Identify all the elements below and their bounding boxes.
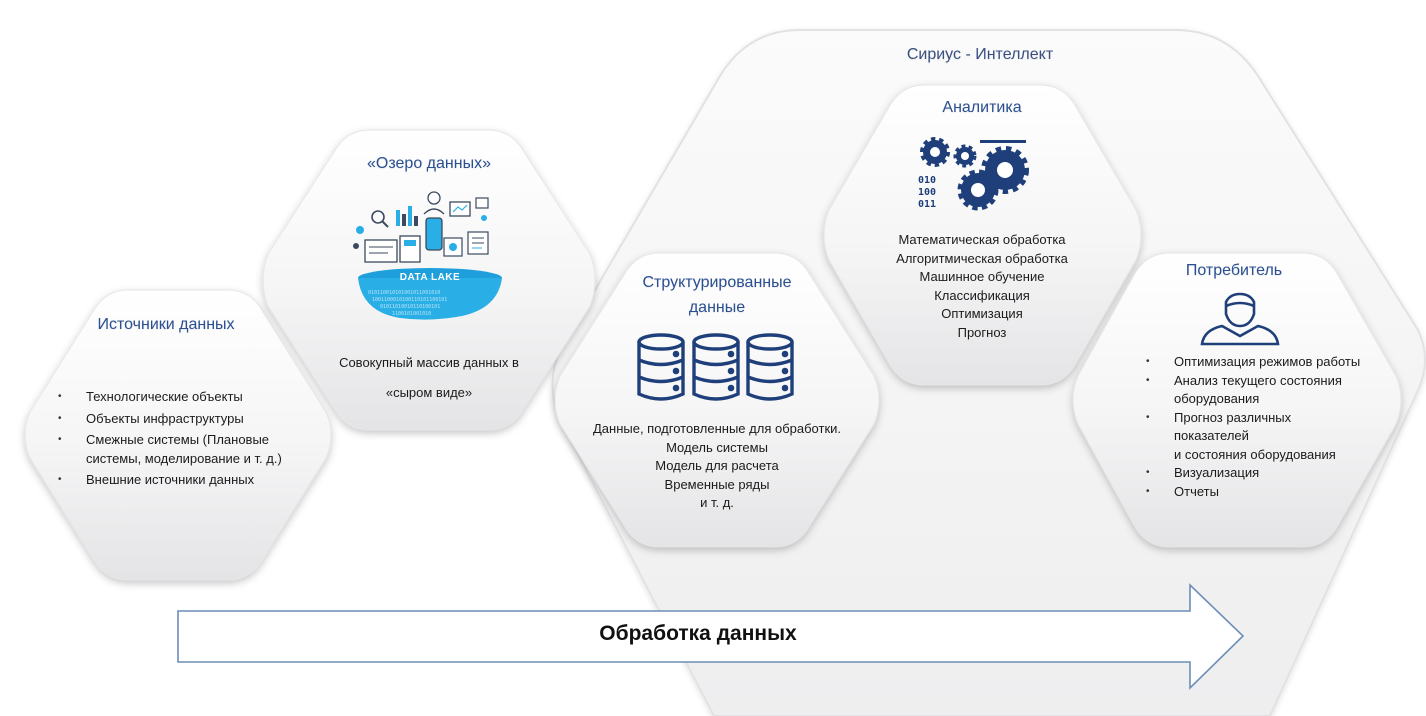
data-lake-illustration: 010110010101001011001010 100110001010011… — [353, 191, 502, 320]
analytics-title: Аналитика — [942, 99, 1022, 116]
analytics-lines: Математическая обработка Алгоритмическая… — [862, 231, 1102, 342]
svg-text:011: 011 — [918, 199, 936, 210]
data-lake-description: Совокупный массив данных в «сыром виде» — [318, 354, 540, 402]
consumer-item: Прогноз различных показателей и состояни… — [1144, 409, 1364, 465]
structured-data-title-line1: Структурированные — [642, 274, 792, 291]
database-icon — [637, 333, 794, 401]
structured-data-line: Данные, подготовленные для обработки. — [592, 421, 842, 436]
data-lake-description-line2: «сыром виде» — [385, 384, 473, 400]
consumer-item: Отчеты — [1144, 483, 1364, 502]
data-lake-title: «Озеро данных» — [367, 155, 491, 172]
analytics-line: Оптимизация — [941, 306, 1023, 321]
arrow-label: Обработка данных — [599, 622, 797, 645]
structured-data-line: и т. д. — [700, 495, 734, 510]
sources-item: Смежные системы (Плановые системы, модел… — [56, 431, 304, 468]
svg-text:010: 010 — [918, 175, 936, 186]
analytics-line: Математическая обработка — [898, 232, 1066, 247]
analytics-line: Машинное обучение — [919, 269, 1045, 284]
structured-data-lines: Данные, подготовленные для обработки. Мо… — [574, 420, 860, 513]
svg-text:01011010010110100101: 01011010010110100101 — [380, 304, 440, 310]
gears-icon: 010 100 011 — [918, 137, 1029, 211]
process-arrow — [177, 583, 1245, 690]
sources-item: Технологические объекты — [56, 388, 304, 407]
sources-item: Внешние источники данных — [56, 471, 304, 490]
svg-text:1100101001010: 1100101001010 — [392, 311, 431, 317]
analytics-line: Алгоритмическая обработка — [896, 250, 1068, 266]
consumer-title: Потребитель — [1185, 262, 1283, 279]
sirius-intellect-title: Сириус - Интеллект — [906, 46, 1054, 63]
data-lake-badge: DATA LAKE — [399, 272, 461, 283]
analytics-line: Прогноз — [957, 324, 1007, 340]
svg-text:1001100010100110101100101: 1001100010100110101100101 — [372, 297, 447, 303]
sources-item: Объекты инфраструктуры — [56, 410, 304, 429]
user-icon — [1200, 292, 1280, 346]
data-lake-description-line1: Совокупный массив данных в — [339, 355, 519, 370]
consumer-item: Оптимизация режимов работы — [1144, 353, 1364, 372]
consumer-list: Оптимизация режимов работы Анализ текуще… — [1144, 353, 1364, 501]
structured-data-line: Временные ряды — [664, 476, 770, 492]
svg-text:100: 100 — [918, 187, 936, 198]
consumer-item: Анализ текущего состояния оборудования — [1144, 372, 1364, 409]
structured-data-title: Структурированные данные — [602, 270, 832, 320]
svg-text:010110010101001011001010: 010110010101001011001010 — [368, 290, 440, 296]
structured-data-line: Модель системы — [666, 439, 768, 455]
sources-title: Источники данных — [97, 316, 235, 333]
hex-analytics — [823, 84, 1142, 386]
structured-data-line: Модель для расчета — [655, 458, 779, 473]
structured-data-title-line2: данные — [688, 299, 746, 316]
sources-list: Технологические объекты Объекты инфрастр… — [56, 388, 304, 490]
analytics-line: Классификация — [934, 287, 1030, 303]
consumer-item: Визуализация — [1144, 464, 1364, 483]
